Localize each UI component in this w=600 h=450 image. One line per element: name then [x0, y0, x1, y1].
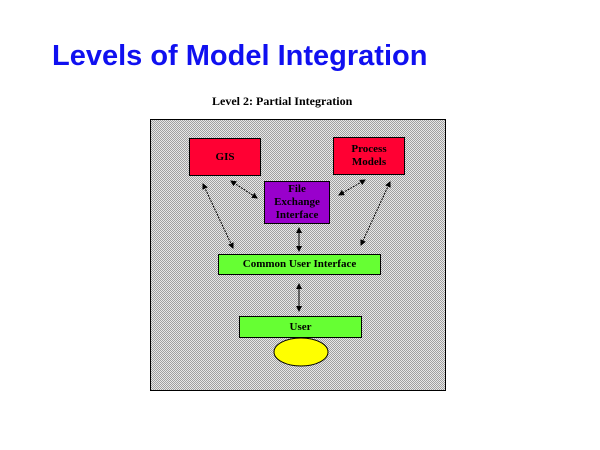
process-models-node: Process Models	[333, 137, 405, 175]
file-exchange-label: File Exchange Interface	[274, 183, 320, 221]
user-label: User	[289, 320, 312, 333]
slide-title: Levels of Model Integration	[52, 40, 428, 72]
gis-label: GIS	[215, 150, 235, 163]
file-exchange-node: File Exchange Interface	[264, 181, 330, 224]
user-node: User	[239, 316, 362, 338]
common-ui-node: Common User Interface	[218, 254, 381, 275]
subtitle-text: Level 2: Partial Integration	[212, 94, 353, 108]
gis-node: GIS	[189, 138, 261, 176]
process-models-label: Process Models	[351, 143, 387, 168]
common-ui-label: Common User Interface	[242, 258, 357, 270]
